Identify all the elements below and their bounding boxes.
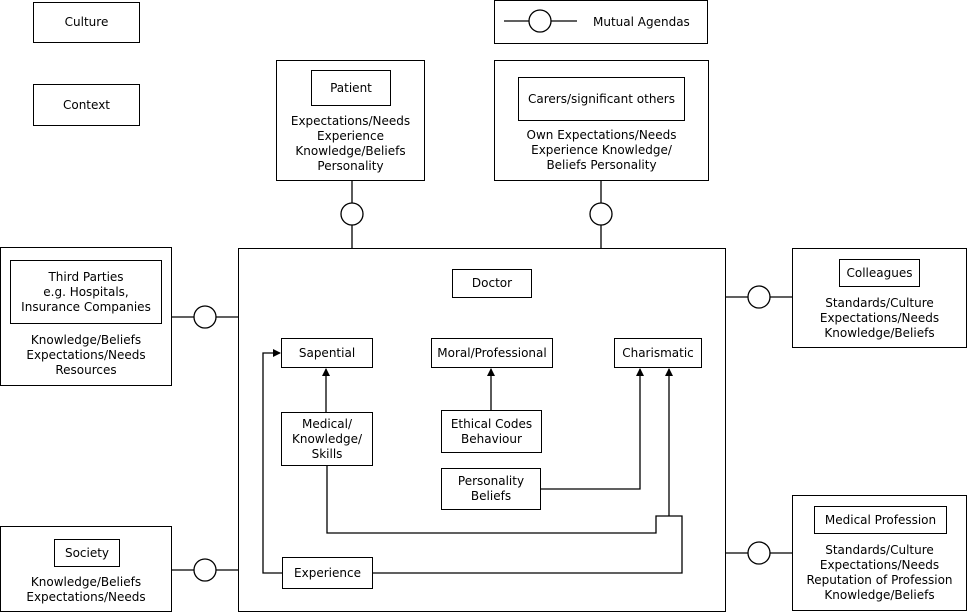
- medical-knowledge-box: Medical/ Knowledge/ Skills: [281, 412, 373, 466]
- personality-beliefs-line: Beliefs: [470, 489, 512, 503]
- patient-line: Knowledge/Beliefs: [295, 144, 406, 158]
- medical-knowledge-line: Knowledge/: [291, 431, 362, 446]
- carers-attributes: Own Expectations/Needs Experience Knowle…: [495, 128, 708, 173]
- legend-context-label: Context: [62, 97, 110, 112]
- medical-profession-line: Standards/Culture: [825, 543, 934, 557]
- carers-agenda-circle: [589, 202, 613, 226]
- medical-knowledge-line: Medical/: [301, 416, 352, 431]
- legend-culture-label: Culture: [64, 15, 109, 29]
- ethical-codes-box: Ethical Codes Behaviour: [441, 410, 542, 453]
- third-parties-title-line: e.g. Hospitals,: [43, 284, 129, 299]
- carers-line: Beliefs Personality: [546, 158, 657, 172]
- personality-to-charismatic-arrow: [541, 368, 644, 490]
- legend-agenda-circle: [528, 9, 552, 33]
- patient-line: Personality: [317, 159, 384, 173]
- personality-beliefs-box: Personality Beliefs: [441, 468, 541, 510]
- patient-box: Patient Expectations/Needs Experience Kn…: [276, 60, 425, 181]
- society-line: Expectations/Needs: [26, 590, 146, 604]
- patient-line: Expectations/Needs: [290, 114, 411, 128]
- third-parties-line: Expectations/Needs: [26, 348, 146, 362]
- legend-mutual-agendas: Mutual Agendas: [494, 0, 708, 44]
- patient-line: Experience: [317, 129, 384, 143]
- medical-profession-line: Reputation of Profession: [806, 573, 953, 587]
- carers-title: Carers/significant others: [527, 91, 675, 106]
- carers-box: Carers/significant others Own Expectatio…: [494, 60, 709, 181]
- carers-line: Experience Knowledge/: [531, 143, 672, 157]
- legend-mutual-agendas-label: Mutual Agendas: [593, 15, 690, 29]
- society-title: Society: [64, 545, 110, 560]
- medical-profession-title: Medical Profession: [824, 512, 937, 527]
- legend-context: Context: [33, 84, 140, 126]
- ethical-codes-line: Ethical Codes: [450, 416, 533, 431]
- third-parties-title-line: Insurance Companies: [21, 299, 151, 314]
- personality-beliefs-line: Personality: [457, 474, 525, 488]
- society-title-box: Society: [54, 539, 120, 567]
- third-parties-attributes: Knowledge/Beliefs Expectations/Needs Res…: [1, 333, 171, 378]
- doctor-title-box: Doctor: [452, 269, 532, 298]
- charismatic-box: Charismatic: [614, 338, 702, 368]
- experience-label: Experience: [294, 565, 361, 580]
- experience-box: Experience: [282, 557, 373, 589]
- legend-culture: Culture: [33, 2, 140, 43]
- third-parties-agenda-circle: [193, 305, 217, 329]
- moral-professional-label: Moral/Professional: [437, 345, 547, 360]
- colleagues-line: Knowledge/Beliefs: [824, 326, 935, 340]
- sapential-label: Sapential: [298, 345, 356, 360]
- carers-title-box: Carers/significant others: [518, 77, 685, 121]
- society-agenda-circle: [193, 558, 217, 582]
- medical-profession-line: Knowledge/Beliefs: [824, 588, 935, 602]
- charismatic-label: Charismatic: [622, 345, 694, 360]
- third-parties-title-line: Third Parties: [48, 269, 124, 284]
- colleagues-line: Standards/Culture: [825, 296, 934, 310]
- colleagues-box: Colleagues Standards/Culture Expectation…: [792, 248, 967, 348]
- society-box: Society Knowledge/Beliefs Expectations/N…: [0, 526, 172, 612]
- colleagues-title-box: Colleagues: [839, 259, 920, 287]
- experience-to-sapential-arrow: [262, 349, 282, 574]
- third-parties-title-box: Third Parties e.g. Hospitals, Insurance …: [10, 260, 162, 324]
- patient-title: Patient: [330, 80, 372, 95]
- medical-knowledge-line: Skills: [311, 446, 343, 461]
- doctor-title: Doctor: [471, 276, 513, 290]
- colleagues-agenda-circle: [747, 285, 771, 309]
- patient-title-box: Patient: [311, 70, 391, 106]
- patient-attributes: Expectations/Needs Experience Knowledge/…: [277, 114, 424, 174]
- patient-agenda-circle: [340, 202, 364, 226]
- third-parties-box: Third Parties e.g. Hospitals, Insurance …: [0, 247, 172, 386]
- medical-profession-box: Medical Profession Standards/Culture Exp…: [792, 495, 967, 611]
- medical-profession-line: Expectations/Needs: [819, 558, 940, 572]
- medical-profession-agenda-circle: [747, 541, 771, 565]
- third-parties-line: Knowledge/Beliefs: [30, 333, 142, 347]
- third-parties-line: Resources: [55, 363, 117, 377]
- colleagues-line: Expectations/Needs: [819, 311, 940, 325]
- medical-profession-attributes: Standards/Culture Expectations/Needs Rep…: [793, 543, 966, 603]
- colleagues-attributes: Standards/Culture Expectations/Needs Kno…: [793, 296, 966, 341]
- society-attributes: Knowledge/Beliefs Expectations/Needs: [1, 575, 171, 605]
- ethical-codes-line: Behaviour: [461, 431, 522, 446]
- sapential-box: Sapential: [281, 338, 373, 368]
- medical-experience-loop: [326, 466, 683, 574]
- society-line: Knowledge/Beliefs: [30, 575, 142, 589]
- medical-profession-title-box: Medical Profession: [814, 506, 947, 534]
- colleagues-title: Colleagues: [846, 265, 913, 280]
- carers-line: Own Expectations/Needs: [526, 128, 677, 142]
- moral-professional-box: Moral/Professional: [431, 338, 553, 368]
